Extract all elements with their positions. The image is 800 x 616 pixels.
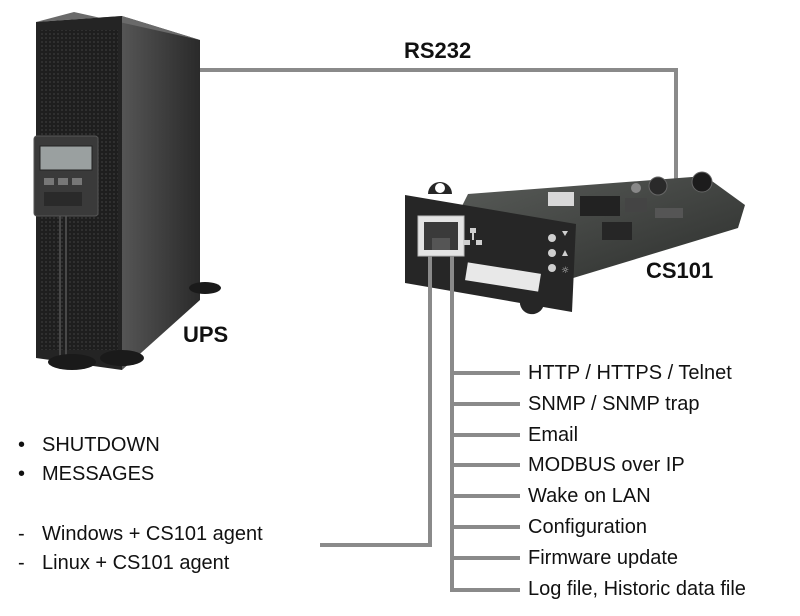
network-icon [464,228,482,245]
bullet-item: • SHUTDOWN [18,434,160,457]
dash-marker: - [18,523,25,545]
bullet-text: MESSAGES [42,463,155,485]
svg-text:☼: ☼ [561,266,569,276]
feature-item: MODBUS over IP [528,454,685,476]
rs232-cable [190,68,678,192]
bullet-text: SHUTDOWN [42,434,160,456]
bullet-item: • MESSAGES [18,463,154,486]
ups-label: UPS [183,322,229,347]
feature-item: HTTP / HTTPS / Telnet [528,362,732,384]
lcd-display [39,145,93,171]
feature-item: Email [528,424,579,446]
agent-item: -Windows + CS101 agent [18,523,263,546]
status-led-icon [548,249,556,257]
dash-marker: - [18,552,25,574]
agent-text: Windows + CS101 agent [42,523,263,545]
agent-text: Linux + CS101 agent [42,552,230,574]
network-cables [320,256,520,592]
bullet-marker: • [18,463,26,485]
status-led-icon [548,264,556,272]
feature-item: Firmware update [528,547,679,569]
status-led-icon [548,234,556,242]
feature-item: SNMP / SNMP trap [528,393,700,415]
feature-item: Wake on LAN [528,485,651,507]
agent-item: -Linux + CS101 agent [18,552,229,575]
feature-item: Configuration [528,516,647,538]
cs101-label: CS101 [646,258,714,283]
cs101-card-image: ☼ [405,171,745,315]
rs232-label: RS232 [404,38,472,63]
feature-item: Log file, Historic data file [528,578,746,600]
bullet-marker: • [18,434,26,456]
ups-device-image [33,12,221,370]
